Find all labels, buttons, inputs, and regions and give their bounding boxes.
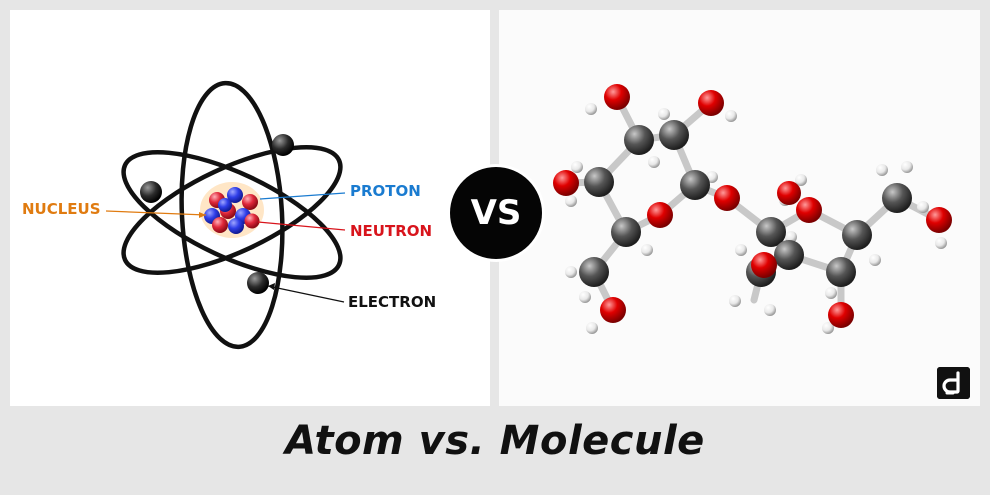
proton-pointer: [259, 192, 346, 200]
electron-left: [140, 181, 162, 203]
brand-logo-icon: [937, 367, 970, 399]
molecule-diagram-panel: [499, 10, 980, 406]
vs-badge: VS: [450, 167, 542, 259]
atom-diagram: [105, 80, 346, 350]
molecule-diagram: [553, 84, 952, 334]
neutron-label: NEUTRON: [350, 222, 433, 240]
orbit-tilted-up: [121, 145, 343, 275]
proton-label: PROTON: [350, 182, 421, 200]
nucleus-pointer: [105, 210, 207, 216]
electron-pointer: [267, 285, 345, 303]
electron-bottom: [247, 272, 269, 294]
orbit-vertical: [179, 80, 285, 350]
atom-diagram-panel: NUCLEUS PROTON NEUTRON ELECTRON: [10, 10, 490, 406]
electron-top: [272, 134, 294, 156]
orbits: [121, 80, 343, 350]
orbit-tilted-down: [121, 150, 343, 280]
oxygen-atoms: [553, 84, 952, 328]
electron-label: ELECTRON: [348, 293, 437, 311]
nucleus-label: NUCLEUS: [22, 200, 101, 218]
carbon-atoms: [579, 120, 912, 287]
page-title: Atom vs. Molecule: [285, 418, 705, 464]
neutron-pointer: [257, 221, 346, 231]
nucleus: [200, 182, 264, 238]
